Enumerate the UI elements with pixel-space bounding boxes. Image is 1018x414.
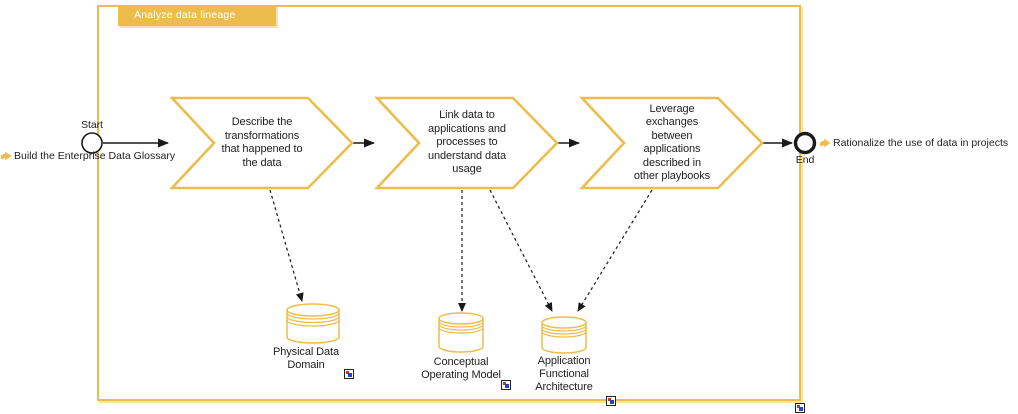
step-label: Describe the transformations that happen…: [221, 116, 303, 169]
datastore-cylinder-physical-data-domain: [286, 303, 340, 344]
datastore-label: Physical Data Domain: [273, 346, 339, 371]
dashed-link-step3-to-application-functional-architecture: [577, 189, 653, 312]
process-link-icon: [0, 151, 12, 160]
model-link-icon[interactable]: [795, 403, 805, 413]
end-event-circle: [793, 131, 817, 155]
chevron-step-1: [169, 96, 354, 190]
process-link-icon: [819, 138, 831, 147]
chevron-step-3: [579, 96, 764, 190]
pool-analyze-data-lineage: [97, 5, 801, 401]
dashed-link-step2-to-application-functional-architecture: [489, 189, 553, 312]
external-input-ref[interactable]: Build the Enterprise Data Glossary: [0, 150, 175, 162]
external-output-label: Rationalize the use of data in projects: [833, 137, 1009, 149]
model-link-icon[interactable]: [501, 380, 511, 390]
step-label: Link data to applications and processes …: [427, 109, 506, 176]
datastore-physical-data-domain[interactable]: [287, 304, 339, 344]
step-describe-transformations[interactable]: Describe the transformations that happen…: [172, 98, 352, 188]
pool-title: Analyze data lineage: [134, 9, 236, 21]
end-event[interactable]: [794, 132, 816, 154]
end-event-label: End: [795, 154, 815, 166]
model-link-icon[interactable]: [344, 369, 354, 379]
chevron-step-2: [374, 96, 559, 190]
datastore-label: Conceptual Operating Model: [421, 356, 501, 381]
pool-title-tab[interactable]: Analyze data lineage: [118, 5, 276, 26]
step-label: Leverage exchanges between applications …: [633, 102, 711, 183]
start-event-label: Start: [81, 119, 103, 131]
model-link-icon[interactable]: [606, 396, 616, 406]
external-input-label: Build the Enterprise Data Glossary: [14, 150, 176, 162]
datastore-application-functional-architecture[interactable]: [542, 317, 586, 354]
datastore-label: Application Functional Architecture: [535, 355, 593, 393]
step-link-data-to-applications[interactable]: Link data to applications and processes …: [377, 98, 557, 188]
datastore-cylinder-application-functional-architecture: [541, 316, 587, 354]
datastore-cylinder-conceptual-operating-model: [438, 312, 484, 353]
external-output-ref[interactable]: Rationalize the use of data in projects: [819, 137, 1008, 149]
step-leverage-exchanges[interactable]: Leverage exchanges between applications …: [582, 98, 762, 188]
start-event-circle: [81, 132, 103, 154]
datastore-conceptual-operating-model[interactable]: [439, 313, 483, 353]
dashed-link-step1-to-physical-data-domain: [269, 189, 304, 302]
